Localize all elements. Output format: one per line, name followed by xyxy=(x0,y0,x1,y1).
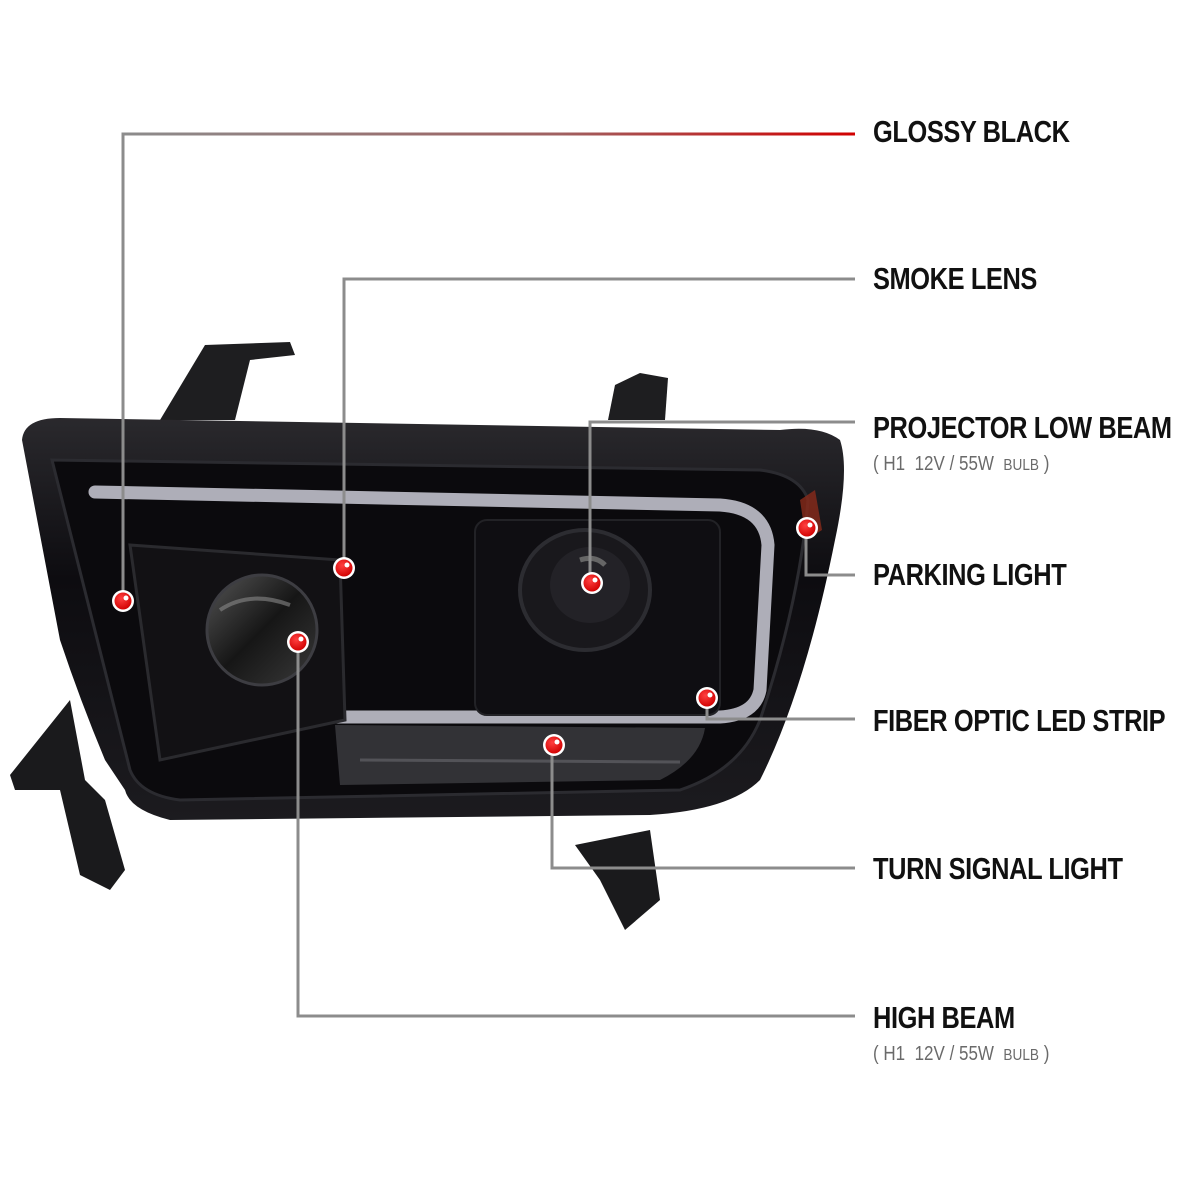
callout-dot-projector-low-beam xyxy=(581,572,603,594)
bulb-type: H1 xyxy=(883,453,906,475)
paren-close: ) xyxy=(1043,453,1050,475)
callout-label-glossy-black: GLOSSY BLACK xyxy=(873,114,1070,149)
bulb-spec: 12V / 55W xyxy=(914,453,994,475)
fiber-optic-led-strip xyxy=(88,485,775,724)
callout-label-fiber-optic-led-strip: FIBER OPTIC LED STRIP xyxy=(873,703,1166,738)
callout-dots xyxy=(112,517,818,756)
callout-dot-smoke-lens xyxy=(333,557,355,579)
callout-label-projector-low-beam: PROJECTOR LOW BEAM xyxy=(873,410,1172,445)
callout-dot-fiber-optic-led-strip xyxy=(696,687,718,709)
paren-open: ( xyxy=(873,1043,879,1065)
leader-lines xyxy=(121,132,855,1018)
callout-dot-turn-signal-light xyxy=(543,734,565,756)
callout-sublabel-projector-bulb: ( H1 12V / 55W BULB ) xyxy=(873,452,1049,478)
callout-label-turn-signal-light: TURN SIGNAL LIGHT xyxy=(873,851,1123,886)
high-beam-reflector xyxy=(128,543,347,762)
mounting-bracket-top-left xyxy=(160,342,295,420)
turn-signal-lens xyxy=(335,725,705,785)
paren-close: ) xyxy=(1043,1043,1050,1065)
mounting-bracket-bottom-right xyxy=(575,830,660,930)
callout-label-parking-light: PARKING LIGHT xyxy=(873,557,1067,592)
mounting-bracket-top-right xyxy=(608,373,668,420)
callout-dot-parking-light xyxy=(796,517,818,539)
callout-label-smoke-lens: SMOKE LENS xyxy=(873,261,1037,296)
paren-open: ( xyxy=(873,453,879,475)
callout-dot-high-beam xyxy=(287,631,309,653)
mounting-bracket-bottom-left xyxy=(10,700,125,890)
bulb-unit: BULB xyxy=(1003,457,1039,474)
bulb-type: H1 xyxy=(883,1043,906,1065)
bulb-spec: 12V / 55W xyxy=(914,1043,994,1065)
callout-sublabel-high-beam-bulb: ( H1 12V / 55W BULB ) xyxy=(873,1042,1049,1068)
callout-label-high-beam: HIGH BEAM xyxy=(873,1000,1015,1035)
callout-dot-glossy-black xyxy=(112,590,134,612)
projector-low-beam xyxy=(474,519,721,716)
bulb-unit: BULB xyxy=(1003,1047,1039,1064)
